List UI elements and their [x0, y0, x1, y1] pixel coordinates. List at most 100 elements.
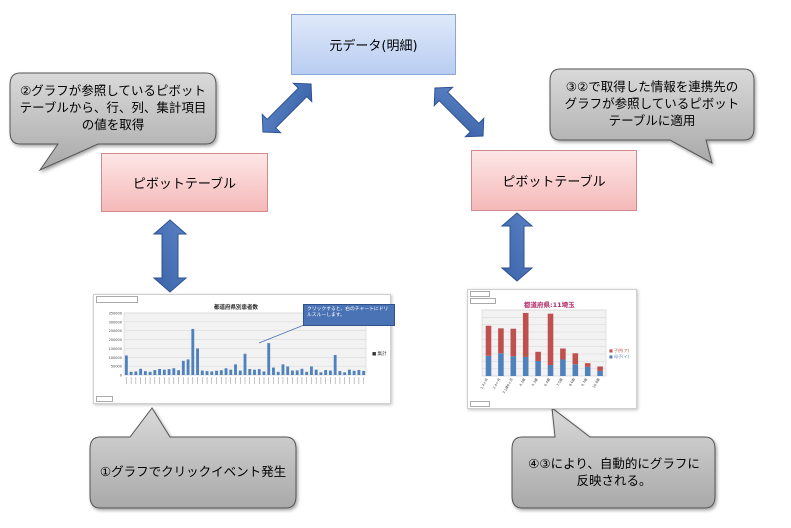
bar-segment [535, 351, 541, 361]
bar [276, 371, 280, 375]
pivot-table-left-label: ピボットテーブル [132, 177, 237, 192]
x-tick-label: 9.7歳 [580, 376, 589, 387]
bar [343, 372, 347, 375]
bar-segment [547, 313, 554, 365]
callout-step2-bubble [9, 72, 217, 172]
bar [124, 355, 128, 375]
bar [248, 368, 252, 375]
bar [267, 343, 271, 375]
bar-segment [597, 370, 603, 376]
bar [167, 369, 171, 375]
bar [158, 368, 162, 375]
callout-step2-line: ②グラフが参照しているピボット [20, 83, 206, 98]
x-tick-label: 10.8歳 [591, 376, 601, 388]
arrow-source-pivot-right [433, 86, 485, 138]
bar [181, 360, 185, 375]
x-tick-label: 4.2歳 [518, 376, 527, 387]
bar [362, 370, 366, 375]
bar-segment [510, 356, 517, 376]
y-tick-label: 250000 [109, 329, 122, 333]
drillthrough-tooltip-text: クリックすると、右のチャートにドリルスルーします。 [307, 307, 389, 318]
bar [215, 370, 218, 375]
bar [357, 370, 361, 375]
bar [262, 371, 266, 375]
y-tick-label: 0 [120, 374, 122, 378]
pivot-table-right-node: ピボットテーブル [471, 150, 637, 211]
x-tick-label: 5.3歳 [530, 376, 539, 387]
x-tick-label: 3.1歳6ヶ月 [501, 377, 514, 394]
bar-segment [572, 364, 579, 376]
drillthrough-tooltip: クリックすると、右のチャートにドリルスルーします。 [303, 304, 395, 326]
bar [253, 369, 256, 375]
x-tick-label: 2.4ヶ月 [492, 378, 501, 390]
bar-segment [560, 348, 566, 360]
bar [210, 371, 214, 375]
field-button[interactable] [96, 296, 138, 303]
left-chart-title: 都道府県別患者数 [214, 305, 259, 311]
bar [257, 369, 261, 375]
bar-segment [510, 328, 517, 357]
source-data-node: 元データ(明細) [291, 14, 456, 75]
bar [281, 364, 285, 375]
bar [324, 370, 328, 375]
y-tick-label: 50000 [111, 365, 122, 369]
x-tick-label: 1.4ヶ月 [480, 378, 489, 390]
field-button[interactable] [470, 291, 490, 297]
callout-step1-bubble [89, 407, 297, 509]
bar [291, 370, 294, 375]
callout-step4-bubble [511, 406, 716, 509]
bar-segment [498, 328, 504, 354]
y-tick-label: 200000 [109, 338, 122, 342]
arrow-pivot-left-chart [152, 219, 188, 293]
bar-segment [584, 363, 591, 367]
bar [314, 369, 318, 375]
pivot-table-left-node: ピボットテーブル [101, 153, 268, 212]
bar-segment [522, 312, 529, 357]
right-chart-title: 都道府県:11埼玉 [524, 301, 575, 309]
bar [177, 370, 180, 375]
bar-segment [547, 365, 554, 376]
callout-step3-line: テーブルに適用 [608, 113, 696, 128]
bar [191, 328, 195, 375]
callout-step2-line: テーブルから、行、列、集計項目 [19, 100, 207, 115]
x-tick-label: 6.4歳 [542, 376, 551, 387]
bar [224, 368, 228, 375]
bar [328, 370, 332, 375]
bar [143, 371, 147, 375]
bar [347, 369, 351, 375]
bar-segment [485, 325, 492, 356]
callout-step2: ②グラフが参照しているピボット テーブルから、行、列、集計項目 の値を取得 [14, 82, 212, 133]
bar-segment [498, 353, 504, 376]
bar [352, 370, 356, 375]
field-button[interactable] [470, 298, 496, 304]
callout-step4: ④③により、自動的にグラフに 反映される。 [514, 455, 714, 489]
callout-step4-line: 反映される。 [576, 473, 652, 488]
pivot-table-right-label: ピボットテーブル [502, 175, 606, 190]
bar [319, 372, 323, 375]
bar [243, 353, 247, 375]
bar [234, 364, 237, 375]
bar [338, 371, 342, 375]
axis-field-button[interactable] [470, 401, 490, 407]
arrow-pivot-right-chart [500, 212, 534, 282]
bar-segment [535, 360, 541, 376]
callout-step2-line: の値を取得 [81, 117, 145, 132]
axis-field-button[interactable] [96, 396, 113, 402]
bar [200, 370, 204, 375]
bar [272, 367, 275, 375]
bar [129, 371, 133, 375]
callout-step3-line: ③②で取得した情報を連携先の [565, 79, 739, 94]
bar [172, 368, 176, 375]
callout-step3-line: グラフが参照しているピボット [564, 96, 740, 111]
callout-step1-line: ①グラフでクリックイベント発生 [99, 464, 287, 479]
callout-step3-bubble [549, 68, 755, 164]
bar [186, 359, 190, 375]
bar [162, 369, 166, 375]
bar [205, 371, 209, 375]
bar [333, 354, 337, 375]
x-tick-label: 7.5歳 [555, 376, 564, 387]
bar [295, 370, 299, 375]
